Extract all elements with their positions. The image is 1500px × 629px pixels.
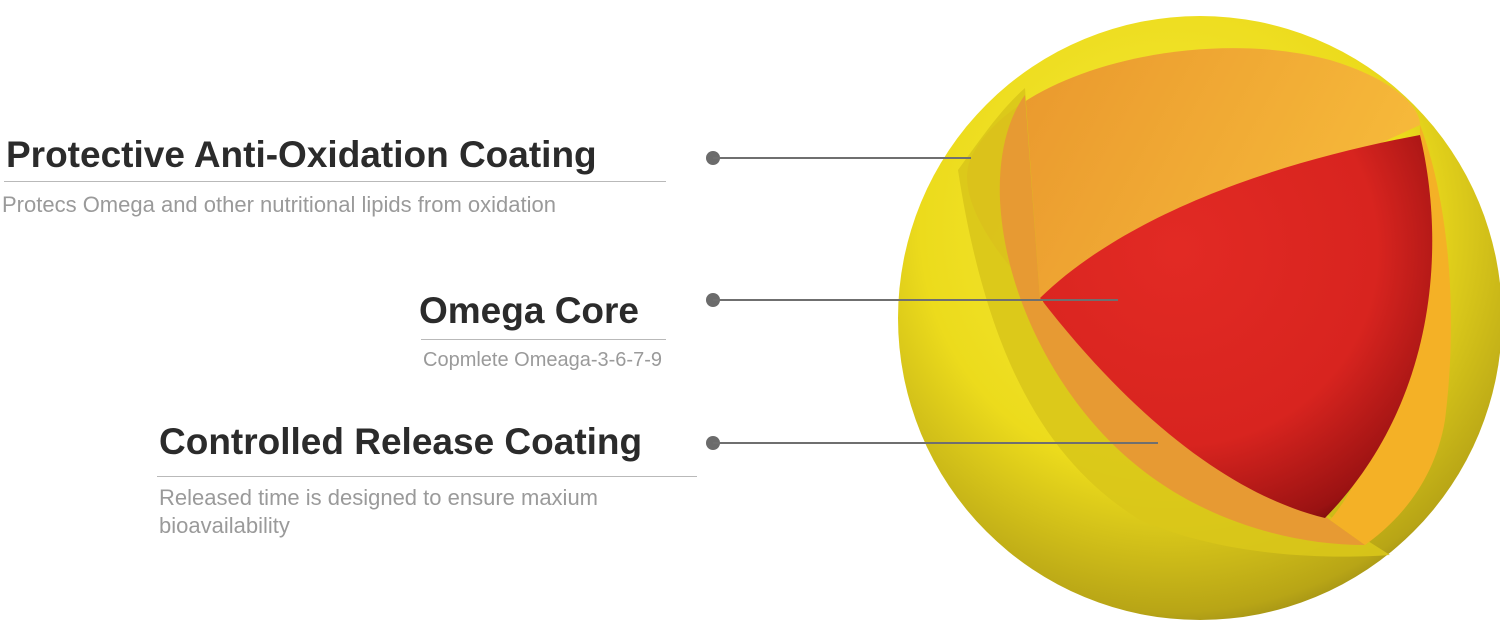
- shell-cut-band: [958, 88, 1390, 557]
- layer-title-anti-oxidation: Protective Anti-Oxidation Coating: [6, 134, 597, 175]
- layer-description-controlled-release: Released time is designed to ensure maxi…: [159, 485, 599, 538]
- leader-line-anti-oxidation: [713, 157, 971, 159]
- layer-divider-omega-core: [421, 339, 666, 340]
- middle-layer-ring: [999, 95, 1365, 545]
- leader-line-controlled-release: [713, 442, 1158, 444]
- layer-divider-anti-oxidation: [4, 181, 666, 182]
- middle-layer-cap: [967, 48, 1420, 301]
- layer-title-controlled-release: Controlled Release Coating: [159, 421, 643, 462]
- layer-description-omega-core: Copmlete Omeaga-3-6-7-9: [423, 349, 662, 371]
- layer-description-anti-oxidation: Protecs Omega and other nutritional lipi…: [2, 192, 556, 217]
- layer-divider-controlled-release: [157, 476, 697, 477]
- layer-title-omega-core: Omega Core: [419, 290, 640, 331]
- leader-line-omega-core: [713, 299, 1118, 301]
- omega-core: [1040, 135, 1433, 518]
